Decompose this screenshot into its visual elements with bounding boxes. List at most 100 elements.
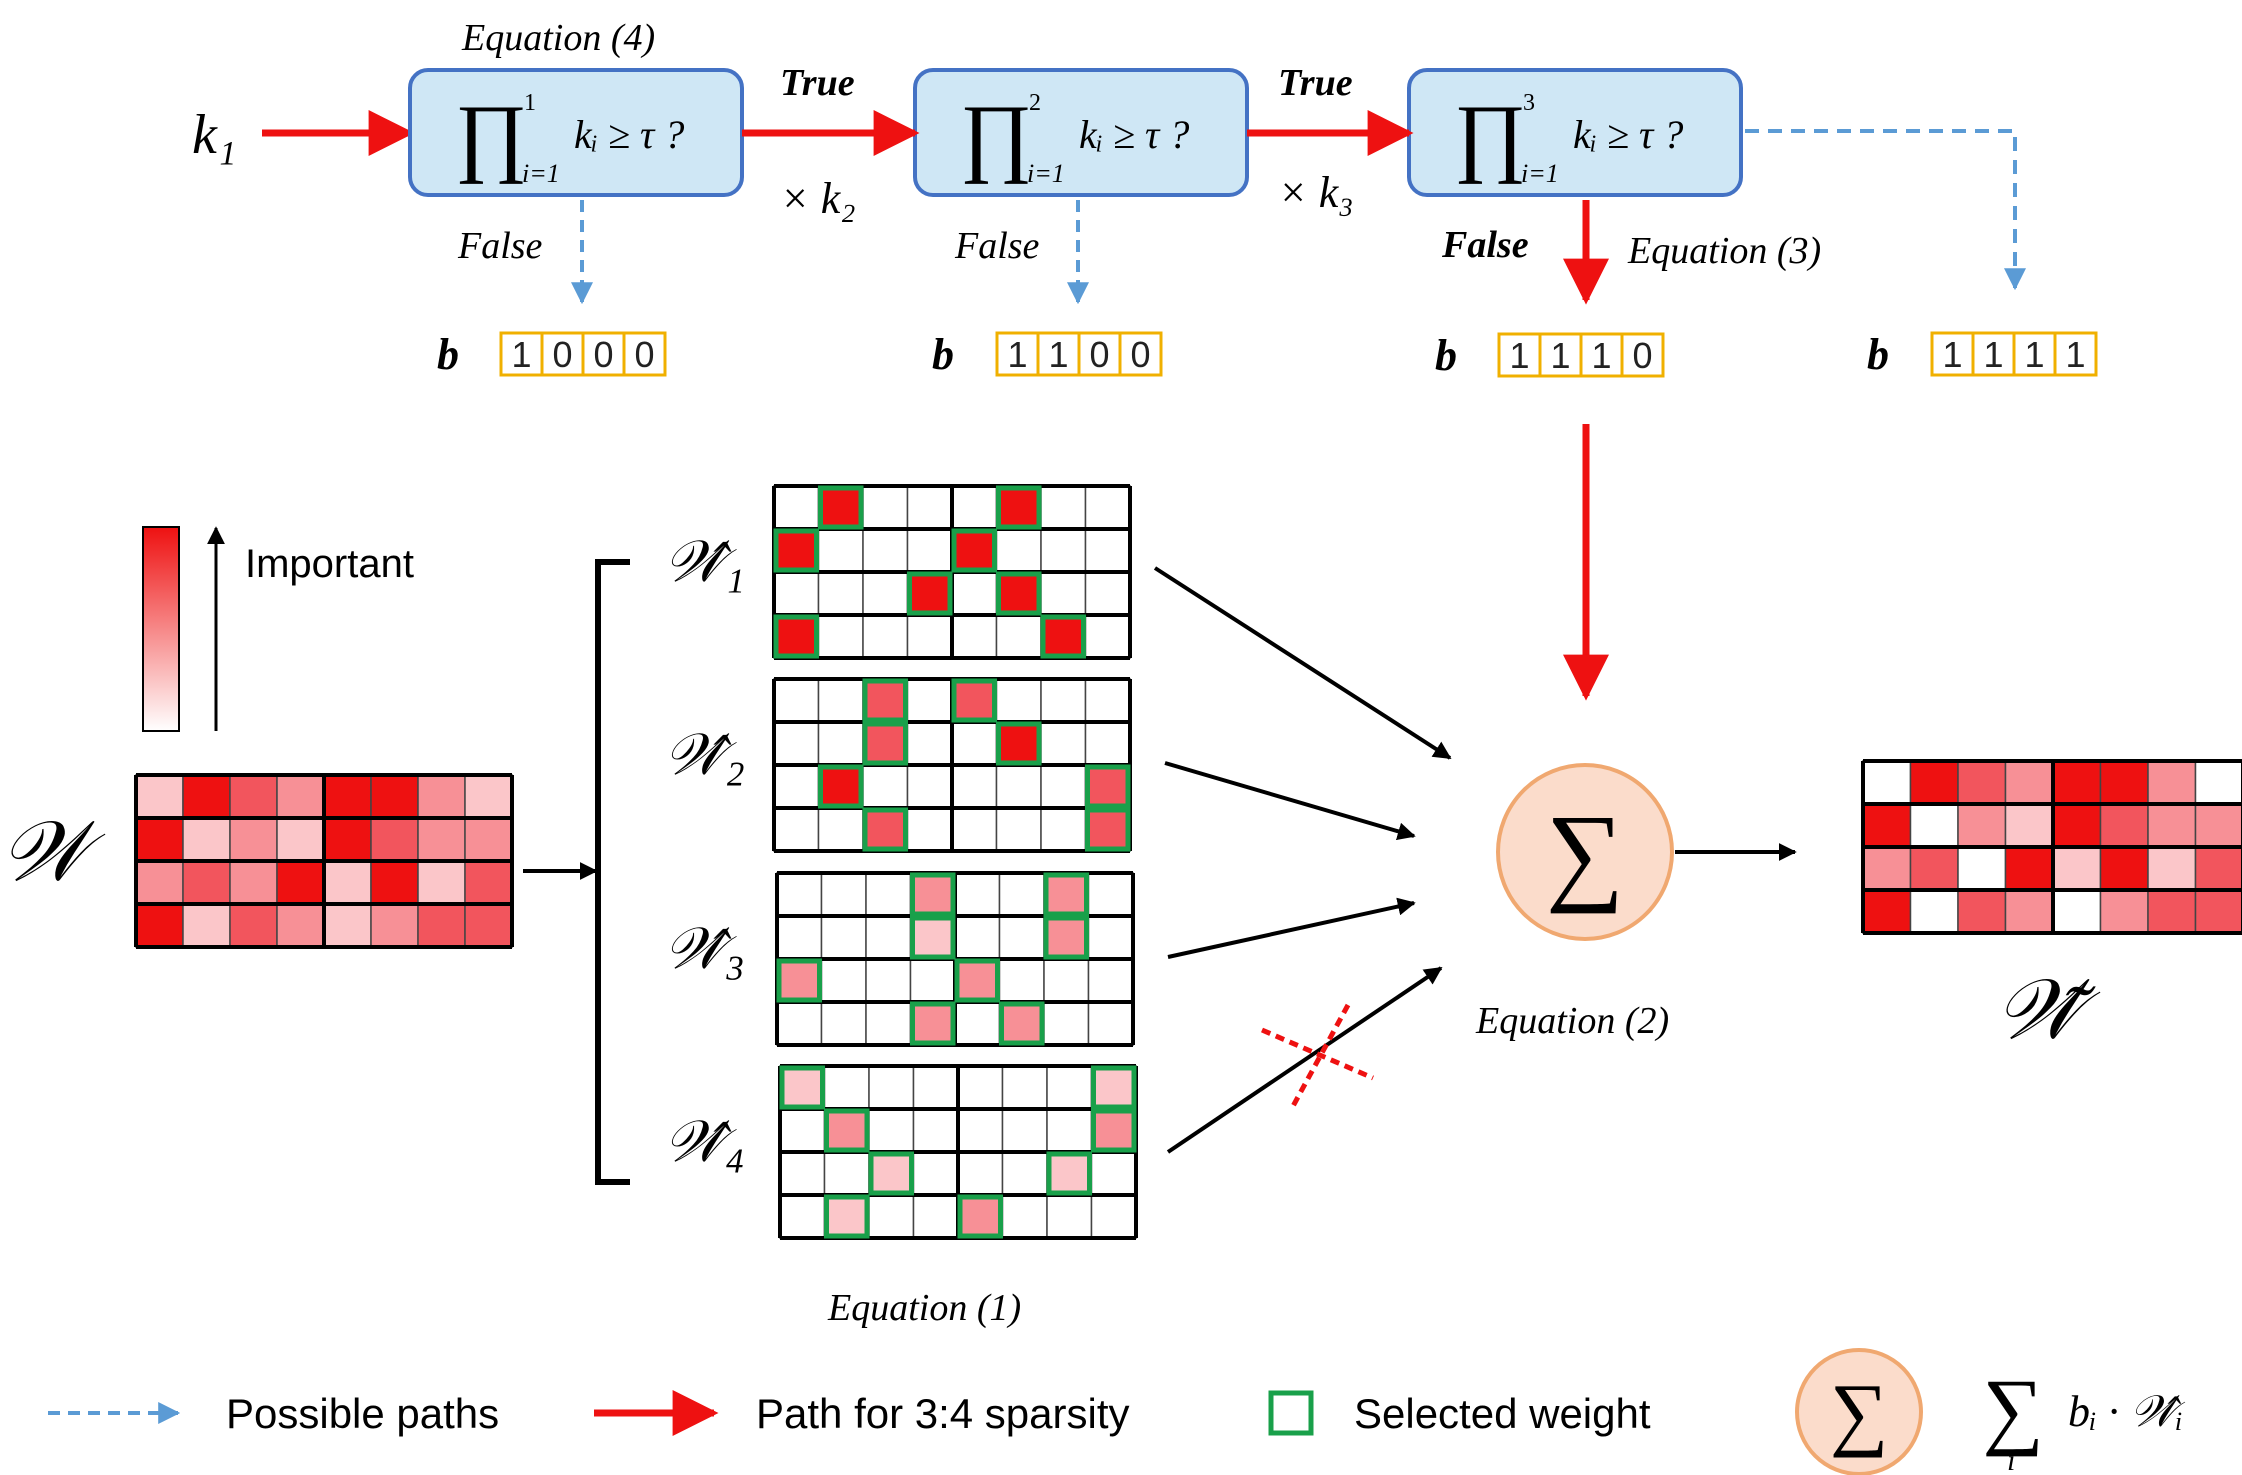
bit-value: 0	[1089, 334, 1109, 375]
mask-2-cell	[817, 678, 864, 723]
mask-4-cell	[823, 1065, 870, 1110]
selected-weight-box	[1040, 614, 1086, 659]
mask-2-cell	[906, 764, 953, 809]
mask-w-hat-4: 𝒲̂₄	[664, 1064, 1138, 1240]
b-label: b	[437, 330, 459, 379]
arrow-w4-to-sum	[1166, 966, 1443, 1154]
selected-weight-box	[996, 571, 1042, 616]
mask-4-cell	[868, 1194, 915, 1239]
w-cell	[464, 903, 513, 948]
bit-value: 1	[1509, 335, 1529, 376]
bit-cell	[581, 331, 626, 377]
mask-1-cell	[951, 571, 998, 616]
mask-3-cell	[865, 1001, 912, 1046]
mask-3-cell	[1087, 1001, 1134, 1046]
mask-2-cell	[995, 678, 1042, 723]
mask-4-cell	[779, 1108, 826, 1153]
bit-cell	[1620, 332, 1665, 378]
bit-cell	[2053, 331, 2098, 377]
mask-2-cell	[1040, 807, 1087, 852]
w-cell	[417, 774, 466, 819]
mask-4-cell	[823, 1108, 870, 1153]
multiply-k2: × k₂	[780, 174, 856, 223]
mask-1-cell	[995, 571, 1042, 616]
mask-2-cell	[817, 764, 864, 809]
mask-3-cell	[909, 958, 956, 1003]
legend-formula-sum: ∑	[1982, 1361, 2043, 1457]
mask-3-cell	[1087, 872, 1134, 917]
bit-value: 1	[1591, 335, 1611, 376]
mask-1-cell	[995, 485, 1042, 530]
mask-1-cell	[862, 571, 909, 616]
equation-4-label: Equation (4)	[461, 17, 655, 59]
product-sign: ∏	[455, 88, 527, 185]
mask-3-cell	[776, 1001, 823, 1046]
mask-3-cell	[998, 958, 1045, 1003]
w-tilde-cell	[1957, 889, 2007, 934]
mask-4-cell	[912, 1065, 959, 1110]
sum-symbol: ∑	[1546, 792, 1624, 914]
w-cell	[417, 903, 466, 948]
mask-3-cell	[954, 958, 1001, 1003]
mask-3-cell	[776, 872, 823, 917]
w-tilde-cell	[1909, 889, 1959, 934]
selected-weight-box	[862, 678, 908, 723]
w-tilde-cell	[2147, 760, 2197, 805]
w-tilde-symbol: 𝒲̃	[1995, 964, 2101, 1057]
mask-3-cell	[1043, 872, 1090, 917]
mask-4-cell	[779, 1194, 826, 1239]
mask-2-cell	[995, 764, 1042, 809]
false-label-3: False	[1441, 224, 1529, 266]
mask-1-cell	[1084, 614, 1131, 659]
mask-w-hat-1: 𝒲̂₁	[664, 484, 1132, 660]
w-tilde-cell	[1957, 803, 2007, 848]
mask-1-cell	[817, 614, 864, 659]
selected-weight-box	[1043, 872, 1089, 917]
bit-cell	[1579, 332, 1624, 378]
mask-2-cell	[951, 721, 998, 766]
w-cell	[417, 860, 466, 905]
mask-1-cell	[951, 485, 998, 530]
selected-weight-box	[957, 1194, 1003, 1239]
selected-weight-box	[818, 764, 864, 809]
bit-value: 1	[1983, 334, 2003, 375]
bit-cell	[540, 331, 585, 377]
w-cell	[323, 860, 372, 905]
legend-formula-index: i	[2007, 1444, 2015, 1475]
mask-4-cell	[957, 1108, 1004, 1153]
mask-4-cell	[1090, 1151, 1137, 1196]
selected-weight-box	[907, 571, 953, 616]
mask-4-cell	[912, 1151, 959, 1196]
bit-value: 1	[511, 334, 531, 375]
w-tilde-cell	[2052, 889, 2102, 934]
bit-value: 0	[1130, 334, 1150, 375]
mask-w-hat-3: 𝒲̂₃	[664, 871, 1135, 1047]
stage-2-upper: 2	[1029, 90, 1041, 116]
bit-value: 1	[1942, 334, 1962, 375]
selected-weight-box	[910, 1001, 956, 1046]
mask-3-cell	[820, 872, 867, 917]
w-tilde-cell	[2147, 803, 2197, 848]
selected-weight-box	[999, 1001, 1045, 1046]
mask-3-cell	[776, 915, 823, 960]
mask-2-cell	[906, 807, 953, 852]
stage-2-expr: kᵢ ≥ τ ?	[1079, 112, 1189, 157]
mask-3-cell	[1043, 1001, 1090, 1046]
w-cell	[370, 903, 419, 948]
mask-2-cell	[1040, 678, 1087, 723]
mask-3-cell	[1087, 958, 1134, 1003]
w-cell	[182, 903, 231, 948]
stage-1-expr: kᵢ ≥ τ ?	[574, 112, 684, 157]
w-cell	[135, 903, 184, 948]
selected-weight-box	[779, 1065, 825, 1110]
bit-value: 1	[2065, 334, 2085, 375]
w-cell	[229, 860, 278, 905]
mask-3-cell	[865, 915, 912, 960]
mask-3-cell	[909, 872, 956, 917]
bit-cell	[1497, 332, 1542, 378]
selected-weight-box	[910, 915, 956, 960]
w-tilde-cell	[2194, 760, 2242, 805]
w-cell	[229, 774, 278, 819]
